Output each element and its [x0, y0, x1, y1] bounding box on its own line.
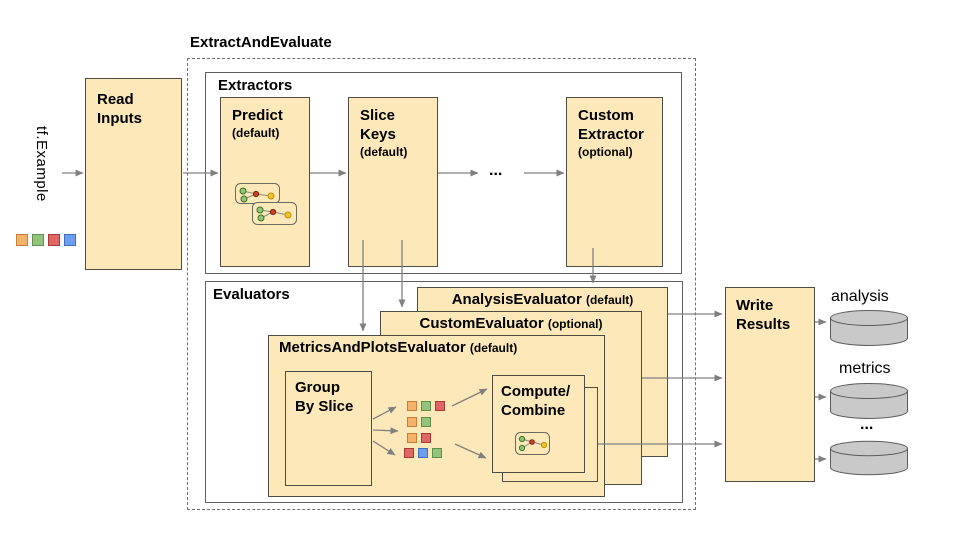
compute-combine-box: Compute/ Combine — [492, 375, 585, 473]
slice-keys-label: Slice Keys — [360, 107, 396, 143]
slice-keys-qualifier: (default) — [360, 145, 408, 159]
slice-square-blue — [418, 448, 428, 458]
diagram-title: ExtractAndEvaluate — [190, 34, 332, 51]
metrics-and-plots-evaluator-title: MetricsAndPlotsEvaluator (default) — [279, 339, 604, 356]
custom-extractor-label: Custom Extractor — [578, 107, 644, 143]
slice-square-green — [32, 234, 44, 246]
more-outputs-database-icon — [830, 440, 908, 476]
analysis-evaluator-title: AnalysisEvaluator (default) — [418, 291, 667, 308]
slice-square-orange — [16, 234, 28, 246]
custom-evaluator-title: CustomEvaluator (optional) — [381, 315, 641, 332]
custom-evaluator-name: CustomEvaluator — [419, 315, 544, 332]
slice-square-red — [421, 433, 431, 443]
slice-square-green — [421, 401, 431, 411]
read-inputs-label: Read Inputs — [97, 91, 142, 127]
write-results-box: Write Results — [725, 287, 815, 482]
slice-row — [407, 401, 445, 411]
group-by-slice-box: Group By Slice — [285, 371, 372, 486]
slice-square-green — [432, 448, 442, 458]
write-results-label: Write Results — [736, 297, 791, 333]
slice-square-red — [404, 448, 414, 458]
group-by-slice-label: Group By Slice — [295, 379, 354, 415]
compute-combine-label: Compute/ Combine — [501, 383, 571, 419]
tf-example-label: tf.Example — [33, 126, 50, 202]
metrics-and-plots-evaluator-qualifier: (default) — [469, 341, 518, 355]
metrics-output-label: metrics — [839, 360, 891, 377]
combine-graph-icon — [515, 432, 550, 455]
slice-square-orange — [407, 401, 417, 411]
slice-square-orange — [407, 433, 417, 443]
predict-qualifier: (default) — [232, 126, 280, 140]
slice-square-red — [435, 401, 445, 411]
predict-label: Predict — [232, 107, 283, 124]
outputs-ellipsis: ... — [860, 416, 874, 433]
extractors-label: Extractors — [218, 77, 293, 94]
custom-extractor-box: Custom Extractor (optional) — [566, 97, 663, 267]
analysis-evaluator-qualifier: (default) — [585, 293, 634, 307]
slice-square-red — [48, 234, 60, 246]
analysis-output-label: analysis — [831, 288, 889, 305]
slice-square-blue — [64, 234, 76, 246]
evaluators-label: Evaluators — [213, 286, 290, 303]
slice-row — [404, 448, 442, 458]
extractors-ellipsis: ... — [489, 162, 503, 179]
slice-square-orange — [407, 417, 417, 427]
slice-row — [407, 433, 431, 443]
metrics-database-icon — [830, 383, 908, 419]
custom-extractor-qualifier: (optional) — [578, 145, 633, 159]
slice-square-green — [421, 417, 431, 427]
read-inputs-box: Read Inputs — [85, 78, 182, 270]
metrics-and-plots-evaluator-name: MetricsAndPlotsEvaluator — [279, 339, 466, 356]
extract-and-evaluate-container — [187, 58, 696, 510]
slice-row — [407, 417, 431, 427]
analysis-database-icon — [830, 310, 908, 346]
analysis-evaluator-name: AnalysisEvaluator — [451, 291, 582, 308]
predict-extractor-box: Predict (default) — [220, 97, 310, 267]
custom-evaluator-qualifier: (optional) — [547, 317, 603, 331]
model-graph-icon — [235, 183, 297, 225]
slice-keys-extractor-box: Slice Keys (default) — [348, 97, 438, 267]
tf-example-squares — [16, 234, 76, 246]
